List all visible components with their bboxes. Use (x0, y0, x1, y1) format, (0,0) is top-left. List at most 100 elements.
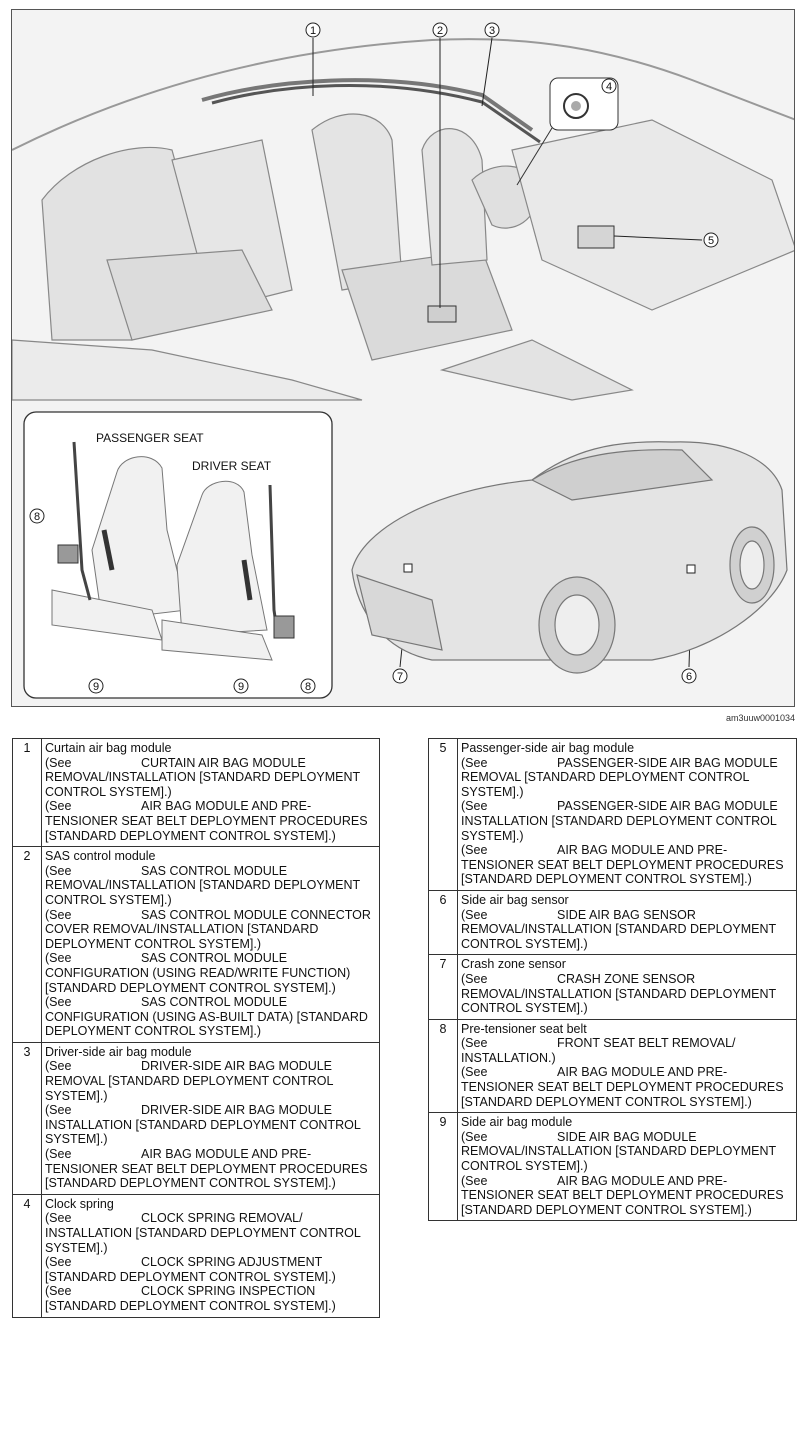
procedure-link[interactable]: SAS CONTROL MODULE REMOVAL/INSTALLATION … (45, 863, 360, 907)
callout-8-driver: 8 (305, 681, 311, 693)
item-number: 4 (12, 1193, 42, 1318)
see-prefix: (See (461, 843, 488, 858)
see-prefix: (See (45, 907, 72, 922)
procedure-link[interactable]: AIR BAG MODULE AND PRE-TENSIONER SEAT BE… (45, 799, 368, 843)
procedure-link[interactable]: CLOCK SPRING ADJUSTMENT [STANDARD DEPLOY… (45, 1255, 336, 1284)
see-prefix: (See (45, 1211, 72, 1226)
vehicle-illustration: PASSENGER SEAT DRIVER SEAT 1 2 3 4 5 6 (12, 22, 794, 699)
procedure-link[interactable]: FRONT SEAT BELT REMOVAL/ INSTALLATION.) (461, 1036, 736, 1065)
see-prefix: (See (461, 1173, 488, 1188)
part-name: Crash zone sensor (461, 957, 566, 972)
figure-id: am3uuw0001034 (725, 713, 795, 723)
item-number: 3 (12, 1041, 42, 1195)
item-number: 2 (12, 846, 42, 1043)
see-prefix: (See (461, 799, 488, 814)
see-prefix: (See (45, 1284, 72, 1299)
see-prefix: (See (45, 755, 72, 770)
procedure-link[interactable]: SIDE AIR BAG MODULE REMOVAL/INSTALLATION… (461, 1129, 776, 1174)
procedure-link[interactable]: AIR BAG MODULE AND PRE-TENSIONER SEAT BE… (45, 1147, 368, 1191)
procedure-link[interactable]: DRIVER-SIDE AIR BAG MODULE INSTALLATION … (45, 1103, 361, 1147)
part-name: Side air bag module (461, 1115, 573, 1130)
procedure-link[interactable]: CLOCK SPRING REMOVAL/ INSTALLATION [STAN… (45, 1211, 361, 1255)
passenger-air-bag-marker (577, 225, 615, 249)
car-exterior-illustration (351, 441, 788, 674)
procedure-link[interactable]: PASSENGER-SIDE AIR BAG MODULE REMOVAL [S… (461, 755, 778, 799)
procedure-link[interactable]: SAS CONTROL MODULE CONNECTOR COVER REMOV… (45, 907, 371, 951)
see-prefix: (See (461, 1129, 488, 1144)
procedure-link[interactable]: CRASH ZONE SENSOR REMOVAL/INSTALLATION [… (461, 971, 776, 1016)
procedure-link[interactable]: SAS CONTROL MODULE CONFIGURATION (USING … (45, 995, 368, 1039)
see-prefix: (See (461, 1036, 488, 1051)
part-name: Driver-side air bag module (45, 1044, 192, 1059)
procedure-link[interactable]: CLOCK SPRING INSPECTION [STANDARD DEPLOY… (45, 1284, 336, 1313)
item-number: 5 (428, 738, 458, 891)
item-number: 6 (428, 889, 458, 956)
procedure-link[interactable]: AIR BAG MODULE AND PRE-TENSIONER SEAT BE… (461, 843, 784, 887)
callout-4: 4 (606, 81, 612, 93)
procedure-link[interactable]: SIDE AIR BAG SENSOR REMOVAL/INSTALLATION… (461, 907, 776, 951)
procedure-link[interactable]: DRIVER-SIDE AIR BAG MODULE REMOVAL [STAN… (45, 1059, 334, 1103)
clock-spring-inset (516, 77, 619, 186)
part-name: Clock spring (45, 1196, 114, 1211)
procedure-link[interactable]: AIR BAG MODULE AND PRE-TENSIONER SEAT BE… (461, 1173, 784, 1217)
seat-belt-inset (23, 411, 333, 699)
procedure-link[interactable]: CURTAIN AIR BAG MODULE REMOVAL/INSTALLAT… (45, 755, 360, 799)
see-prefix: (See (461, 755, 488, 770)
callout-9-driver: 9 (238, 681, 244, 693)
callout-circles (29, 22, 719, 694)
part-name: SAS control module (45, 849, 156, 864)
procedure-link[interactable]: PASSENGER-SIDE AIR BAG MODULE INSTALLATI… (461, 799, 778, 843)
part-name: Curtain air bag module (45, 741, 172, 755)
see-prefix: (See (461, 1065, 488, 1080)
see-prefix: (See (461, 907, 488, 922)
see-prefix: (See (45, 1059, 72, 1074)
see-prefix: (See (45, 799, 72, 814)
see-prefix: (See (45, 1103, 72, 1118)
callout-6: 6 (686, 671, 692, 683)
procedure-link[interactable]: SAS CONTROL MODULE CONFIGURATION (USING … (45, 951, 351, 995)
callout-1: 1 (310, 25, 316, 37)
procedure-link[interactable]: AIR BAG MODULE AND PRE-TENSIONER SEAT BE… (461, 1065, 784, 1109)
part-name: Side air bag sensor (461, 892, 569, 907)
callout-2: 2 (437, 25, 443, 37)
see-prefix: (See (45, 1147, 72, 1162)
callout-7: 7 (397, 671, 403, 683)
